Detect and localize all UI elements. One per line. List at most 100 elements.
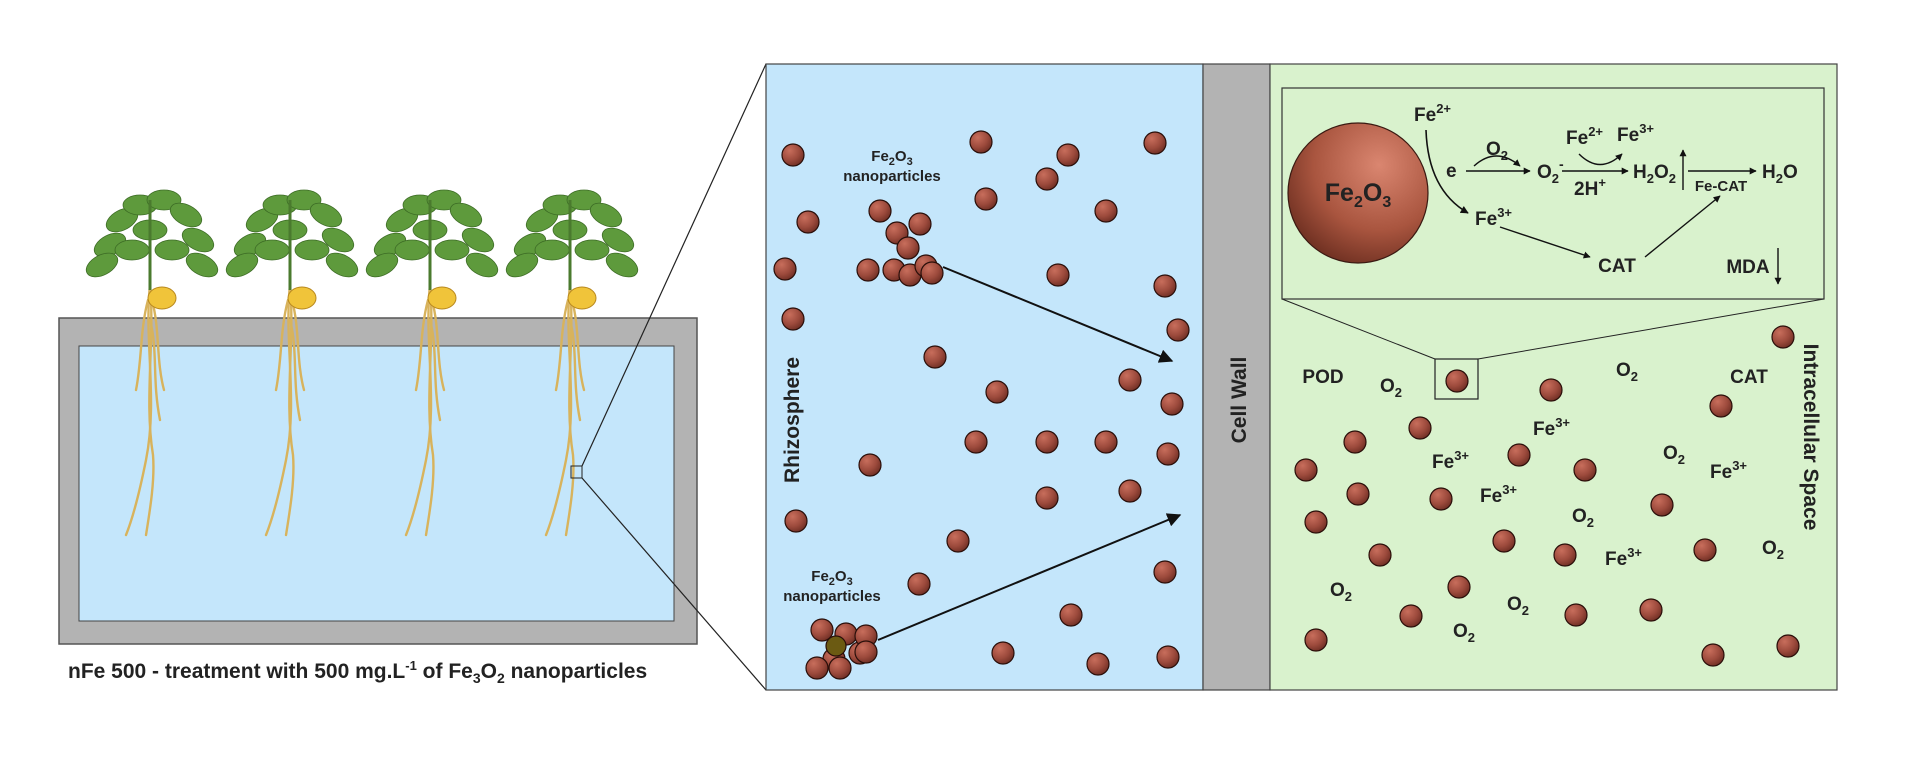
nanoparticle-icon [1035, 486, 1059, 510]
leaf [461, 227, 495, 253]
o2-label: O2 [1762, 538, 1784, 562]
nanoparticle-icon [1639, 598, 1663, 622]
nanoparticle-icon [974, 187, 998, 211]
nanoparticle-icon [1304, 510, 1328, 534]
root-strand [274, 298, 290, 392]
uptake-arrow-bottom [877, 513, 1182, 641]
nanoparticle-icon [1776, 634, 1800, 658]
nanoparticle-icon [1771, 325, 1795, 349]
fe3-to-cat-arrow [1499, 226, 1591, 259]
plant-icon [365, 189, 499, 537]
h2o2-label: H2O2 [1633, 162, 1676, 186]
inset-line-right [1477, 298, 1825, 360]
leaf [434, 239, 470, 261]
nanoparticle-icon [1035, 430, 1059, 454]
nanoparticle-icon [1553, 543, 1577, 567]
cluster-bottom-label-line2: nanoparticles [783, 588, 881, 605]
o2-label: O2 [1380, 376, 1402, 400]
leaf [294, 239, 330, 261]
nanoparticle-icon [1160, 392, 1184, 416]
nanoparticle-icon [896, 236, 920, 260]
o2-label: O2 [1663, 443, 1685, 467]
leaf [114, 239, 150, 261]
nanoparticle-icon [828, 656, 852, 680]
nanoparticle-icon [1035, 167, 1059, 191]
o2-label: O2 [1616, 360, 1638, 384]
nanoparticle-icon [1368, 543, 1392, 567]
nanoparticle-icon [810, 618, 834, 642]
ferric-ion-labels: Fe3+Fe3+Fe3+Fe3+Fe3+ [1432, 415, 1747, 570]
large-nanoparticle-label: Fe2O3 [1325, 179, 1392, 211]
leaf [365, 252, 399, 278]
nanoparticle-icon [781, 307, 805, 331]
leaf [181, 227, 215, 253]
pod-label: POD [1302, 367, 1343, 388]
nanoparticle-icon [908, 212, 932, 236]
plant-icon [85, 189, 219, 537]
root-strand [150, 298, 166, 392]
nanoparticle-icon [805, 656, 829, 680]
nanoparticle-icon [1294, 458, 1318, 482]
leaf [465, 252, 499, 278]
zoom-line-top [581, 63, 767, 467]
cat-label: CAT [1730, 367, 1768, 388]
nanoparticle-icon [868, 199, 892, 223]
leaf [185, 252, 219, 278]
zoom-marker [570, 465, 583, 479]
o2-label: O2 [1453, 621, 1475, 645]
cell-wall [1202, 63, 1271, 691]
leaf [154, 239, 190, 261]
plants [85, 189, 639, 537]
nanoparticle-icon [1693, 538, 1717, 562]
fe3-ion-label: Fe3+ [1710, 458, 1747, 483]
fe3-label: Fe3+ [1475, 205, 1512, 230]
fe3-ion-label: Fe3+ [1432, 448, 1469, 473]
nanoparticle-icon [773, 257, 797, 281]
nanoparticle-icon [1086, 652, 1110, 676]
nanoparticle-icon [1059, 603, 1083, 627]
inset-cat-label: CAT [1598, 256, 1636, 277]
root-bulb [287, 286, 317, 310]
nanoparticle-icon [907, 572, 931, 596]
cluster-bottom-label: Fe2O3 [811, 568, 852, 588]
leaf [589, 202, 623, 228]
leaf [169, 202, 203, 228]
o2-label: O2 [1330, 580, 1352, 604]
leaf [601, 227, 635, 253]
fe3-ion-label: Fe3+ [1480, 482, 1517, 507]
nanoparticle-icon [1166, 318, 1190, 342]
nanoparticle-icon [1156, 442, 1180, 466]
o2-reactant-label: O2 [1486, 139, 1508, 163]
two-h-label: 2H+ [1574, 175, 1606, 200]
nanoparticle-icon [1056, 143, 1080, 167]
o2-label: O2 [1572, 506, 1594, 530]
superoxide-label: O2- [1537, 156, 1564, 186]
leaf [574, 239, 610, 261]
nanoparticle-icon [1153, 560, 1177, 584]
nanoparticle-icon [1573, 458, 1597, 482]
leaf [505, 252, 539, 278]
nanoparticle-icon [920, 261, 944, 285]
fenton-curve-arrow [1578, 153, 1623, 166]
nanoparticle-icon [854, 640, 878, 664]
root-strand [568, 318, 582, 422]
nanoparticle-icon [1429, 487, 1453, 511]
nanoparticle-icon [1346, 482, 1370, 506]
tank-caption: nFe 500 - treatment with 500 mg.L-1 of F… [68, 658, 647, 686]
nanoparticle-icon [1650, 493, 1674, 517]
root-strand [570, 298, 586, 392]
nanoparticle-icon [1408, 416, 1432, 440]
tank-solution [78, 345, 675, 622]
nanoparticle-icon [923, 345, 947, 369]
fe2-top-label: Fe2+ [1566, 124, 1603, 149]
leaf [534, 239, 570, 261]
root-strand [554, 298, 570, 392]
nanoparticle-icon [781, 143, 805, 167]
nanoparticle-icon [969, 130, 993, 154]
inset-line-left [1281, 298, 1436, 360]
root-bulb [147, 286, 177, 310]
intracellular-label: Intracellular Space [1799, 344, 1822, 531]
o2-curve-arrow [1473, 155, 1521, 167]
nanoparticle-icon [1564, 603, 1588, 627]
